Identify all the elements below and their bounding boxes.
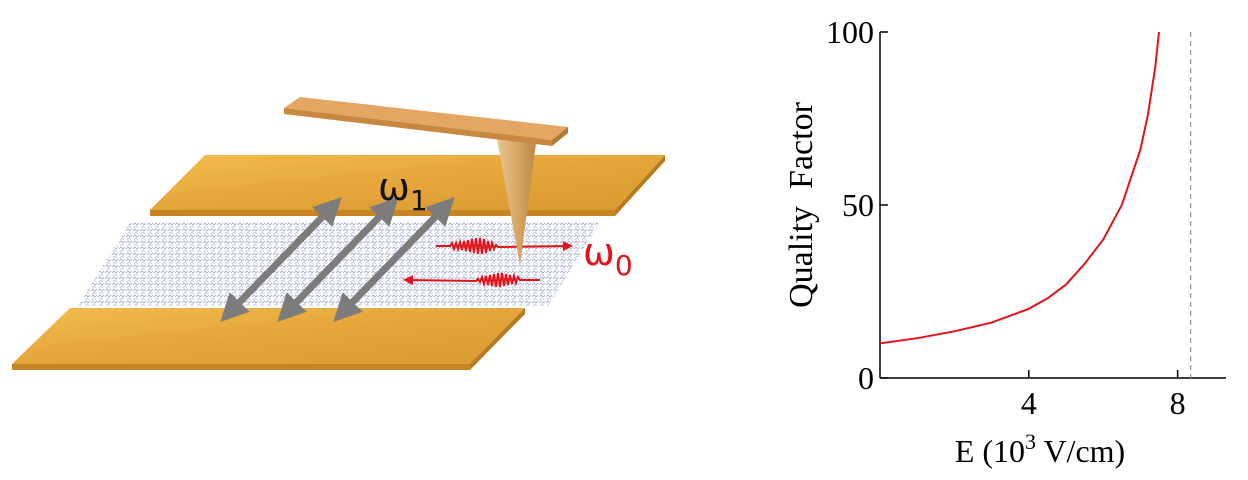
y-tick-label: 50 [842,187,874,223]
quality-factor-curve [879,31,1160,345]
cantilever-top [284,97,568,140]
y-axis-label: Quality Factor [783,101,820,308]
y-ticks: 0 50 100 [826,14,888,396]
omega-0-label: ω0 [583,230,633,282]
front-electrode [12,308,525,370]
omega-1-label: ω1 [378,165,428,217]
afm-probe [284,97,568,265]
y-tick-label: 0 [858,360,874,396]
x-tick-label: 8 [1170,385,1186,421]
x-axis-label-superscript: 3 [1025,429,1036,454]
x-tick-label: 4 [1021,385,1037,421]
wave-packet-right [436,237,573,255]
wave-packets [403,237,573,288]
omega-1-subscript: 1 [410,184,428,217]
plasmon-arrows [220,196,455,323]
x-axis-label-suffix: V/cm) [1036,433,1125,469]
gray-double-arrow-3 [333,196,455,323]
omega-0-subscript: 0 [615,249,633,282]
omega-0-symbol: ω [583,230,615,274]
device-diagram: ω1 ω0 [12,97,665,370]
x-axis-label-prefix: E (10 [955,433,1025,469]
cantilever-side [284,108,552,146]
omega-1-symbol: ω [378,165,410,209]
y-tick-label: 100 [826,14,874,50]
x-axis-label: E (103 V/cm) [955,429,1125,469]
tip-cone [495,128,538,265]
wave-packet-left [403,272,540,288]
